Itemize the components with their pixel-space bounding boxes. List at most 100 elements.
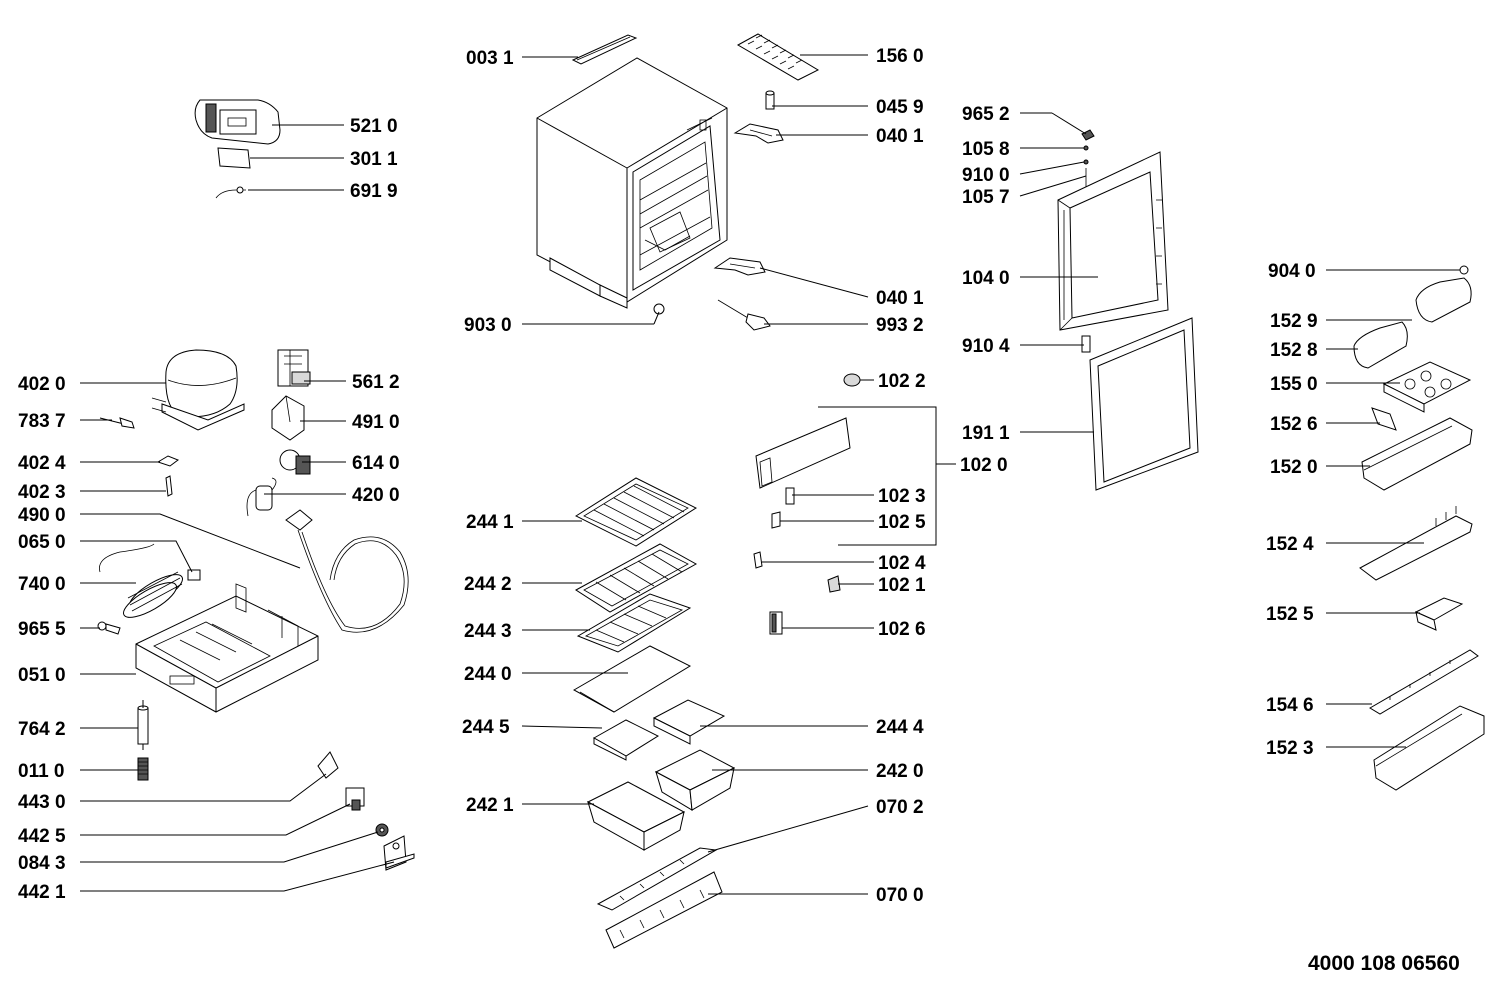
callout-910-4: 910 4 <box>962 336 1010 357</box>
callout-105-8: 105 8 <box>962 139 1010 160</box>
callout-191-1: 191 1 <box>962 423 1010 444</box>
callout-764-2: 764 2 <box>18 719 66 740</box>
callout-491-0: 491 0 <box>352 412 400 433</box>
callout-102-4: 102 4 <box>878 553 926 574</box>
door-gasket <box>1089 317 1199 491</box>
thermostat-sensor <box>215 186 246 199</box>
callout-244-5: 244 5 <box>462 717 510 738</box>
callout-242-0: 242 0 <box>876 761 924 782</box>
callout-152-8: 152 8 <box>1270 340 1318 361</box>
callout-965-2: 965 2 <box>962 104 1010 125</box>
motor-bracket <box>383 835 415 871</box>
callout-402-4: 402 4 <box>18 453 66 474</box>
callout-070-2: 070 2 <box>876 797 924 818</box>
document-number: 4000 108 06560 <box>1308 952 1460 975</box>
callout-443-0: 443 0 <box>18 792 66 813</box>
door <box>1057 151 1169 331</box>
relay-unit <box>277 349 311 387</box>
callout-561-2: 561 2 <box>352 372 400 393</box>
door-bin-lower <box>1373 705 1485 791</box>
callout-102-6: 102 6 <box>878 619 926 640</box>
callout-301-1: 301 1 <box>350 149 398 170</box>
callout-051-0: 051 0 <box>18 665 66 686</box>
egg-tray <box>1382 361 1472 413</box>
spring-clip <box>827 575 841 593</box>
capacitor <box>246 477 277 517</box>
callout-490-0: 490 0 <box>18 505 66 526</box>
compressor <box>151 349 245 431</box>
wire-shelf-3 <box>576 593 692 653</box>
evaporator-door <box>755 417 851 489</box>
door-hardware-stack <box>1081 129 1095 190</box>
filter-drier <box>137 700 149 750</box>
callout-152-5: 152 5 <box>1266 604 1314 625</box>
callout-040-1-bottom: 040 1 <box>876 288 924 309</box>
callout-903-0: 903 0 <box>464 315 512 336</box>
label-card <box>217 147 251 169</box>
ice-tray <box>736 33 820 81</box>
bottle-retainer <box>1359 506 1473 581</box>
callout-011-0: 011 0 <box>18 761 65 782</box>
callout-040-1-top: 040 1 <box>876 126 924 147</box>
callout-244-1: 244 1 <box>466 512 514 533</box>
callout-152-4: 152 4 <box>1266 534 1314 555</box>
overload-protector <box>279 449 311 475</box>
drain-clip <box>187 569 201 581</box>
callout-152-9: 152 9 <box>1270 311 1318 332</box>
compressor-bracket <box>165 475 173 497</box>
leader-lines <box>80 54 1460 895</box>
door-bar <box>1369 649 1479 715</box>
front-strip-lower <box>605 871 723 949</box>
small-basket-right <box>652 699 726 745</box>
refrigerator-cabinet <box>536 57 728 309</box>
control-panel <box>194 99 281 145</box>
bottom-hinge <box>713 257 766 276</box>
threaded-screw <box>137 757 149 781</box>
small-basket-left <box>592 719 660 761</box>
callout-152-3: 152 3 <box>1266 738 1314 759</box>
callout-102-5: 102 5 <box>878 512 926 533</box>
wire-shelf-2 <box>575 543 698 613</box>
callout-442-1: 442 1 <box>18 882 66 903</box>
door-bin-upper <box>1361 417 1473 491</box>
door-bushing <box>1081 335 1091 353</box>
callout-154-6: 154 6 <box>1266 695 1314 716</box>
thermostat-knob <box>843 373 861 387</box>
callout-045-9: 045 9 <box>876 97 924 118</box>
callout-152-0: 152 0 <box>1270 457 1318 478</box>
grommet <box>375 823 389 837</box>
callout-065-0: 065 0 <box>18 532 66 553</box>
callout-102-2: 102 2 <box>878 371 926 392</box>
callout-420-0: 420 0 <box>352 485 400 506</box>
thermostat-clip <box>317 751 339 779</box>
callout-105-7: 105 7 <box>962 187 1010 208</box>
sensor-probe <box>717 299 771 331</box>
foot <box>653 303 665 315</box>
callout-102-3: 102 3 <box>878 486 926 507</box>
callout-102-1: 102 1 <box>878 575 926 596</box>
callout-244-2: 244 2 <box>464 574 512 595</box>
top-hinge <box>733 123 784 144</box>
callout-244-3: 244 3 <box>464 621 512 642</box>
callout-labels: 003 1 156 0 045 9 040 1 521 0 301 1 691 … <box>18 46 1460 975</box>
callout-402-0: 402 0 <box>18 374 66 395</box>
door-stop <box>753 551 763 569</box>
dairy-compartment <box>1353 321 1408 369</box>
evaporator-latch <box>785 487 795 505</box>
callout-442-5: 442 5 <box>18 826 66 847</box>
callout-152-6: 152 6 <box>1270 414 1318 435</box>
callout-691-9: 691 9 <box>350 181 398 202</box>
bottle-divider <box>1371 407 1397 431</box>
small-door-bin <box>1414 597 1464 631</box>
callout-070-0: 070 0 <box>876 885 924 906</box>
wire-shelf-1 <box>574 477 698 547</box>
hinge-pin <box>765 90 775 110</box>
callout-244-0: 244 0 <box>464 664 512 685</box>
compressor-clip <box>156 455 180 467</box>
glass-shelf <box>572 645 692 713</box>
callout-155-0: 155 0 <box>1270 374 1318 395</box>
callout-783-7: 783 7 <box>18 411 66 432</box>
relay-pin <box>99 417 135 429</box>
callout-084-3: 084 3 <box>18 853 66 874</box>
